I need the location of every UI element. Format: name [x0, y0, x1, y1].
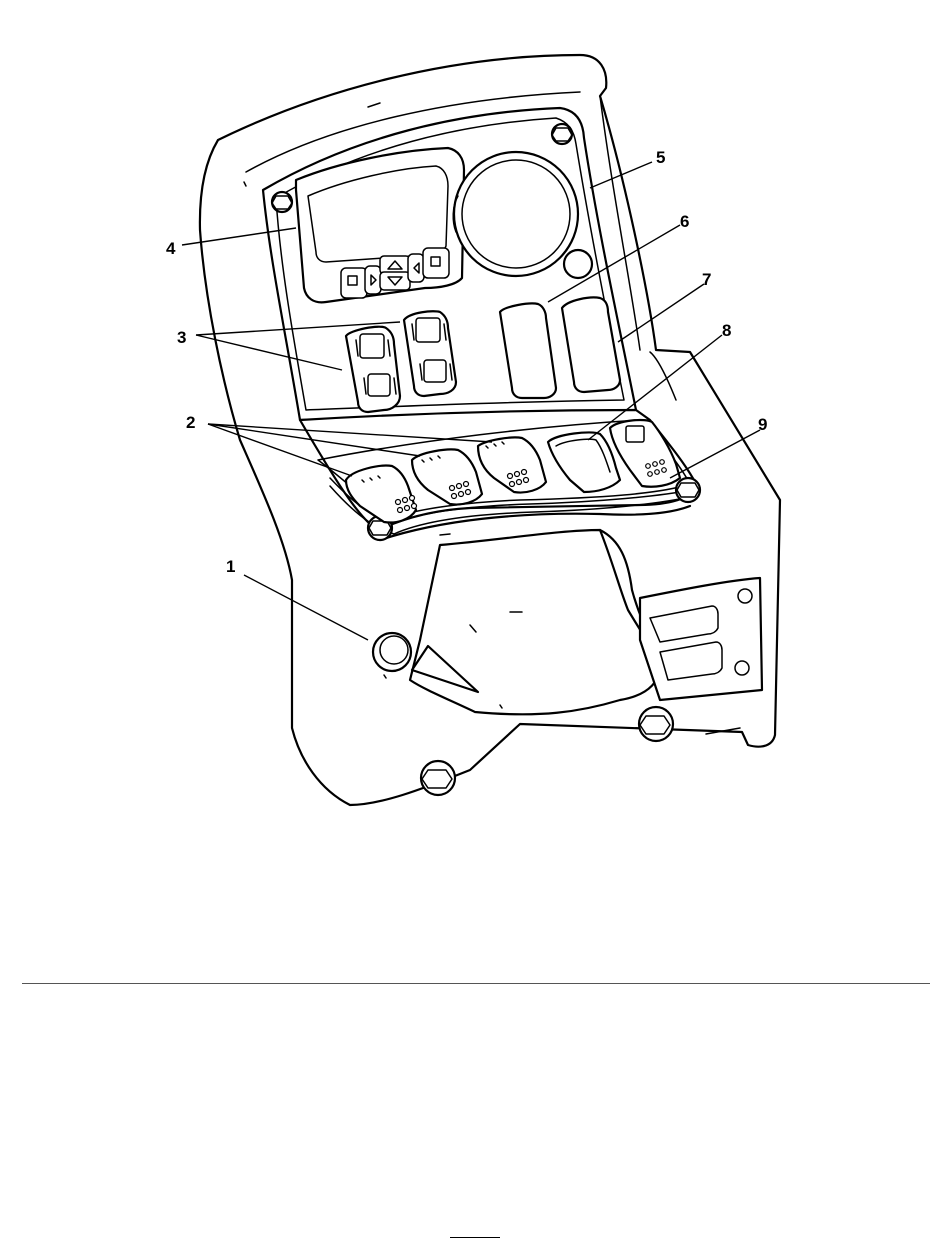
lower-console-cover — [410, 530, 660, 714]
square-icon — [348, 276, 357, 285]
base-bolt-left — [421, 761, 455, 795]
display-button-down[interactable] — [380, 272, 410, 290]
page-divider — [22, 983, 930, 984]
callout-3: 3 — [177, 328, 186, 347]
callout-5: 5 — [656, 148, 665, 167]
callout-4: 4 — [166, 239, 176, 258]
tray-bolt-right — [676, 478, 700, 502]
round-gauge — [453, 152, 578, 276]
panel-bolt-top-right — [552, 124, 572, 144]
callout-9: 9 — [758, 415, 767, 434]
small-round-indicator — [564, 250, 592, 278]
callout-2: 2 — [186, 413, 195, 432]
footer-rule — [450, 1237, 500, 1238]
panel-bolt-top-left — [272, 192, 292, 212]
callout-8: 8 — [722, 321, 731, 340]
callout-1: 1 — [226, 557, 235, 576]
display-button-2[interactable] — [365, 266, 381, 294]
callout-7: 7 — [702, 270, 711, 289]
side-access-panel — [640, 578, 762, 700]
square-icon — [431, 257, 440, 266]
display-button-3[interactable] — [408, 254, 424, 282]
base-bolt-right — [639, 707, 673, 741]
callout-6: 6 — [680, 212, 689, 231]
